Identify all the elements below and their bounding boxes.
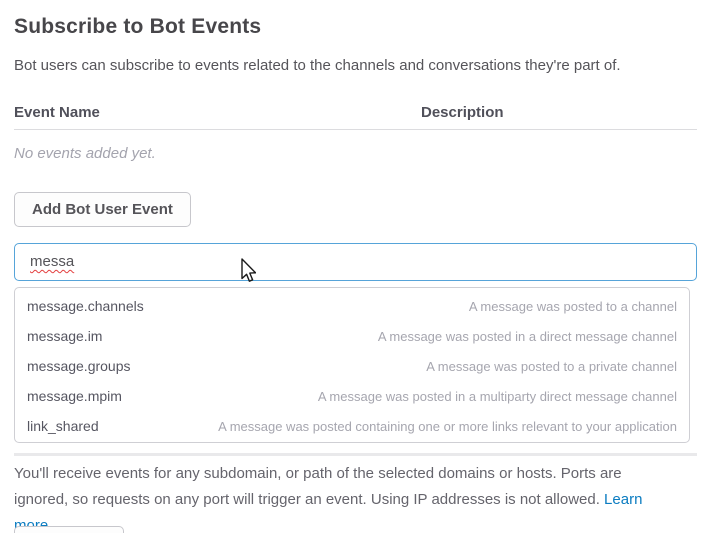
event-suggestions-dropdown: message.channels A message was posted to… xyxy=(14,287,690,443)
section-divider xyxy=(14,453,697,456)
suggestion-item-message-mpim[interactable]: message.mpim A message was posted in a m… xyxy=(15,381,689,411)
suggestion-description: A message was posted to a channel xyxy=(468,298,677,314)
suggestion-description: A message was posted in a direct message… xyxy=(377,328,677,344)
add-bot-user-event-button[interactable]: Add Bot User Event xyxy=(14,192,191,227)
footer-note-text: You'll receive events for any subdomain,… xyxy=(14,465,622,508)
suggestion-description: A message was posted containing one or m… xyxy=(218,418,677,434)
search-input-value: messa xyxy=(30,253,75,270)
suggestion-name: message.im xyxy=(27,328,103,344)
table-header-divider xyxy=(14,129,697,130)
suggestion-item-message-im[interactable]: message.im A message was posted in a dir… xyxy=(15,321,689,351)
suggestion-description: A message was posted to a private channe… xyxy=(426,358,677,374)
events-table-header: Event Name Description xyxy=(14,104,697,122)
suggestion-name: link_shared xyxy=(27,418,99,434)
intro-text: Bot users can subscribe to events relate… xyxy=(14,57,621,74)
footer-note: You'll receive events for any subdomain,… xyxy=(14,461,674,533)
column-header-description: Description xyxy=(421,104,504,121)
suggestion-name: message.mpim xyxy=(27,388,122,404)
suggestion-item-link-shared[interactable]: link_shared A message was posted contain… xyxy=(15,411,689,441)
page-title: Subscribe to Bot Events xyxy=(14,15,262,38)
partially-visible-button[interactable] xyxy=(14,526,124,533)
suggestion-item-message-groups[interactable]: message.groups A message was posted to a… xyxy=(15,351,689,381)
empty-state-message: No events added yet. xyxy=(14,145,156,162)
column-header-event-name: Event Name xyxy=(14,104,100,121)
suggestion-name: message.channels xyxy=(27,298,144,314)
suggestion-item-message-channels[interactable]: message.channels A message was posted to… xyxy=(15,291,689,321)
suggestion-description: A message was posted in a multiparty dir… xyxy=(317,388,677,404)
event-search-input[interactable]: messa xyxy=(14,243,697,281)
suggestion-name: message.groups xyxy=(27,358,131,374)
